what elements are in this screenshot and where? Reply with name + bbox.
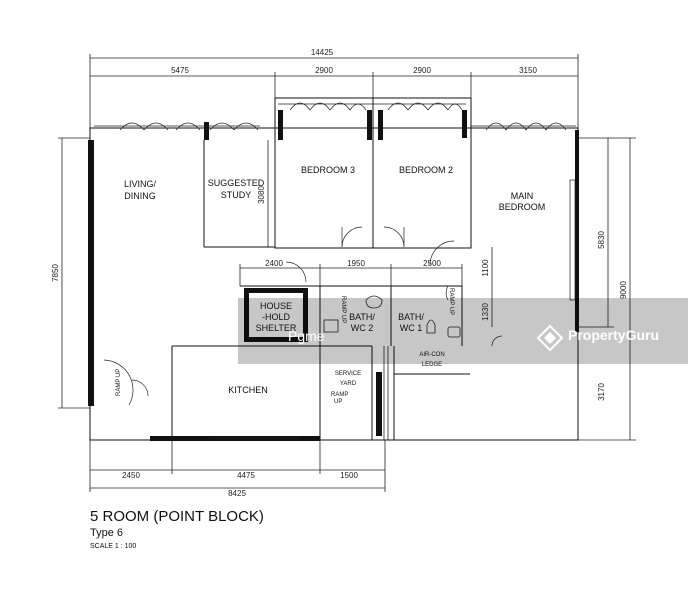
label-up-yard: UP [334, 399, 342, 405]
dim-mid-1: 2400 [265, 259, 283, 268]
dim-overall-width: 14425 [311, 48, 334, 57]
dim-top-1: 5475 [171, 66, 189, 75]
label-bedroom2: BEDROOM 2 [399, 165, 453, 175]
dim-left-height: 7850 [51, 264, 60, 282]
plan-title: 5 ROOM (POINT BLOCK) [90, 508, 264, 525]
watermark-logo-icon [536, 324, 564, 352]
label-aircon-2: LEDGE [422, 362, 442, 368]
label-bath1-2: WC 1 [400, 323, 423, 333]
label-ramp-yard: RAMP [331, 392, 348, 398]
dim-mid-2: 1950 [347, 259, 365, 268]
label-kitchen: KITCHEN [228, 385, 268, 395]
watermark-sub: Pgme [288, 328, 325, 344]
label-ramp-up-bath1: RAMP UP [448, 288, 454, 315]
dim-top-2: 2900 [315, 66, 333, 75]
label-study-2: STUDY [221, 190, 252, 200]
label-shelter-2: -HOLD [262, 312, 291, 322]
dim-right-1: 5830 [597, 231, 606, 249]
plan-type: Type 6 [90, 527, 124, 539]
label-shelter-1: HOUSE [260, 301, 292, 311]
dim-mid-vertical-2: 1330 [481, 303, 490, 321]
label-dining: DINING [124, 191, 156, 201]
dim-bottom-1: 2450 [122, 471, 140, 480]
watermark-brand: PropertyGuru [568, 327, 659, 343]
label-study-1: SUGGESTED [208, 178, 265, 188]
label-bath2-2: WC 2 [351, 323, 374, 333]
label-yard-2: YARD [340, 381, 357, 387]
dim-mid-vertical-1: 1100 [481, 259, 490, 277]
label-bath2-1: BATH/ [349, 312, 375, 322]
dim-top-4: 3150 [519, 66, 537, 75]
dim-bottom-3: 1500 [340, 471, 358, 480]
dim-top-3: 2900 [413, 66, 431, 75]
label-ramp-up-entry: RAMP UP [116, 369, 122, 396]
label-ramp-up-bath2: RAMP UP [340, 296, 346, 323]
label-bedroom3: BEDROOM 3 [301, 165, 355, 175]
dim-right-3: 3170 [597, 383, 606, 401]
label-main-1: MAIN [511, 191, 534, 201]
dim-mid-3: 2500 [423, 259, 441, 268]
label-yard-1: SERVICE [335, 371, 361, 377]
dim-right-2: 9000 [619, 281, 628, 299]
dim-bottom-total: 8425 [228, 489, 246, 498]
label-shelter-3: SHELTER [256, 323, 297, 333]
label-aircon-1: AIR-CON [419, 352, 444, 358]
label-main-2: BEDROOM [499, 202, 546, 212]
floor-plan: PropertyGuru Pgme 14425 5475 2900 2900 3… [51, 48, 688, 498]
label-bath1-1: BATH/ [398, 312, 424, 322]
dim-bottom-2: 4475 [237, 471, 255, 480]
label-living: LIVING/ [124, 179, 157, 189]
plan-scale: SCALE 1 : 100 [90, 543, 137, 550]
dim-study-height: 3080 [257, 186, 266, 204]
